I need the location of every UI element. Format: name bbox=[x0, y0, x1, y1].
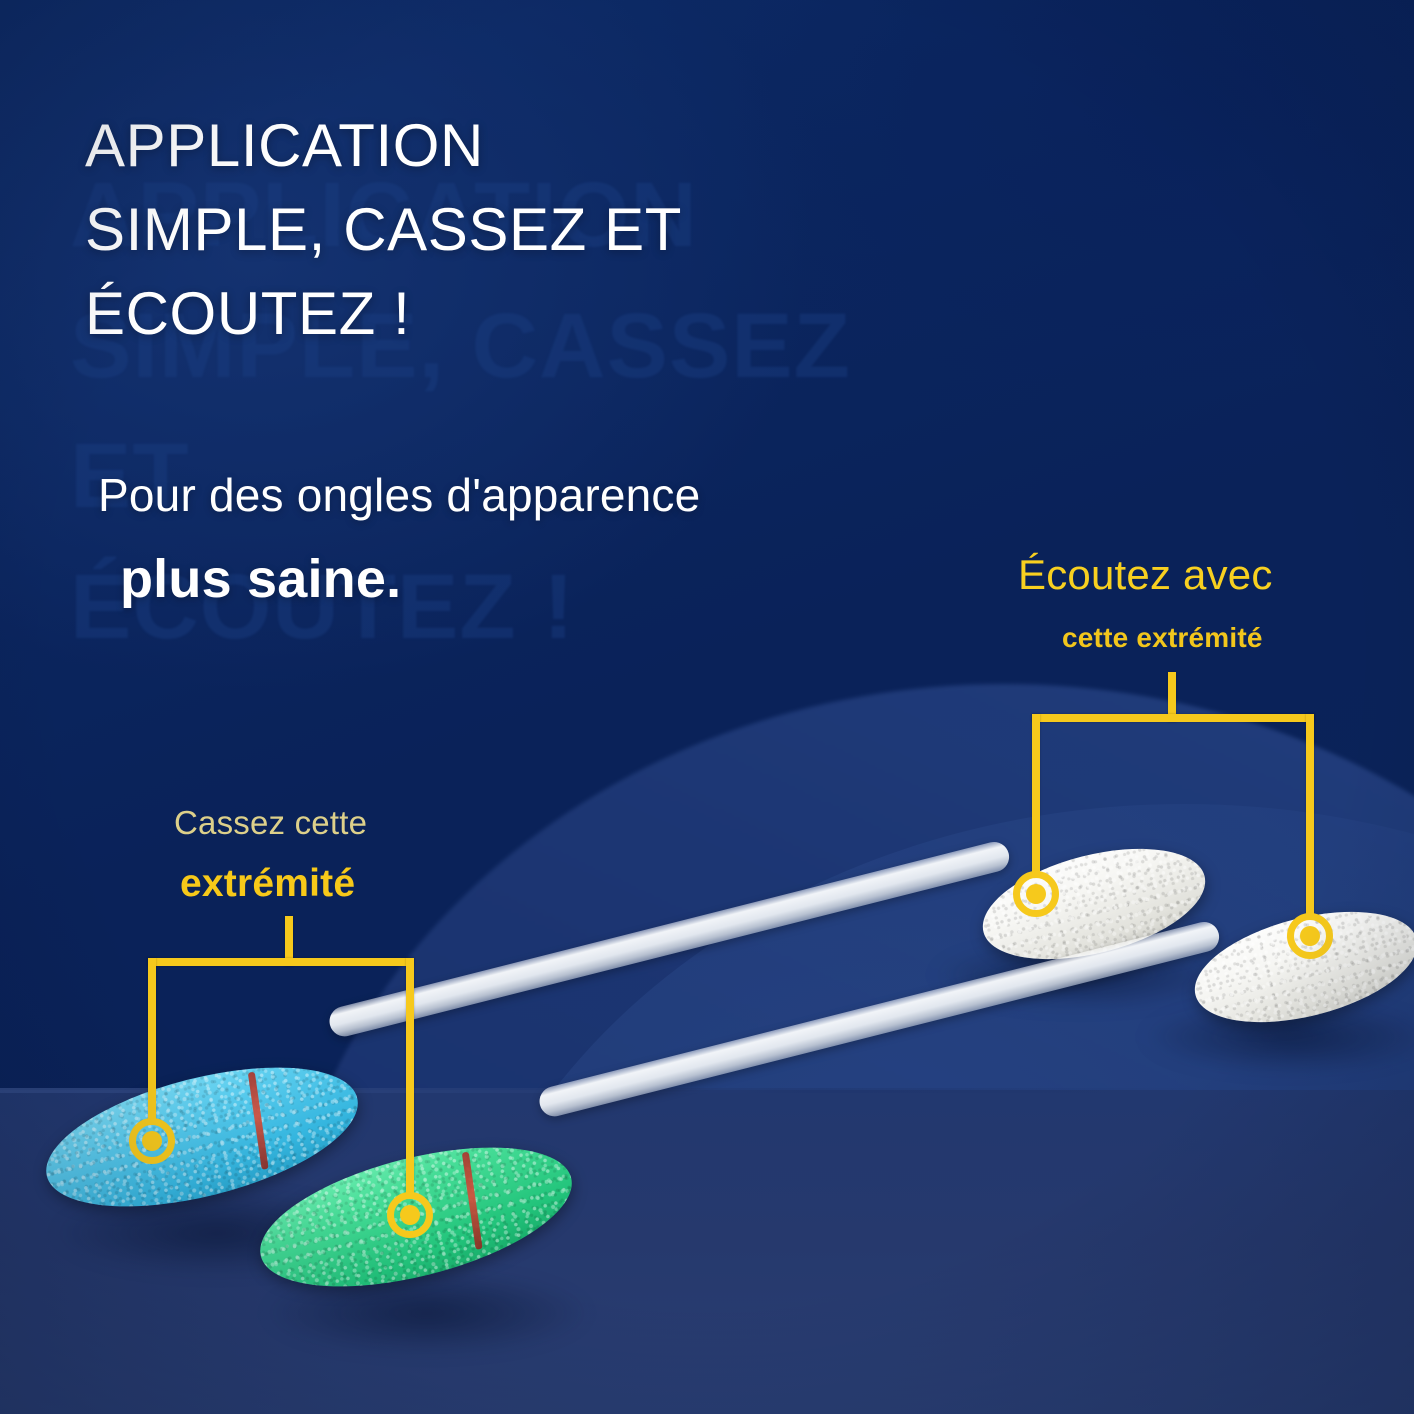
callout-break-crossbar bbox=[148, 958, 414, 966]
surface-horizon-line bbox=[0, 1088, 1414, 1093]
callout-break-drop-left bbox=[148, 958, 156, 1122]
callout-break-drop-right bbox=[406, 958, 414, 1196]
callout-listen-stem bbox=[1168, 672, 1176, 722]
subtitle-line-2: plus saine. bbox=[120, 549, 402, 609]
callout-break-target-blue bbox=[129, 1118, 175, 1164]
headline: APPLICATION SIMPLE, CASSEZ ET ÉCOUTEZ ! bbox=[85, 112, 683, 347]
callout-listen-target-upper bbox=[1013, 871, 1059, 917]
callout-break-stem bbox=[285, 916, 293, 966]
callout-listen-subtitle: cette extrémité bbox=[1062, 622, 1263, 653]
callout-listen-title: Écoutez avec bbox=[1018, 551, 1273, 598]
callout-listen-drop-left bbox=[1032, 714, 1040, 875]
callout-break-target-green bbox=[387, 1192, 433, 1238]
callout-listen-target-lower bbox=[1287, 913, 1333, 959]
callout-break-title: Cassez cette bbox=[174, 804, 368, 841]
callout-break-subtitle: extrémité bbox=[180, 862, 356, 905]
subtitle-line-1: Pour des ongles d'apparence bbox=[98, 469, 701, 521]
callout-listen-crossbar bbox=[1032, 714, 1314, 722]
callout-listen-drop-right bbox=[1306, 714, 1314, 917]
